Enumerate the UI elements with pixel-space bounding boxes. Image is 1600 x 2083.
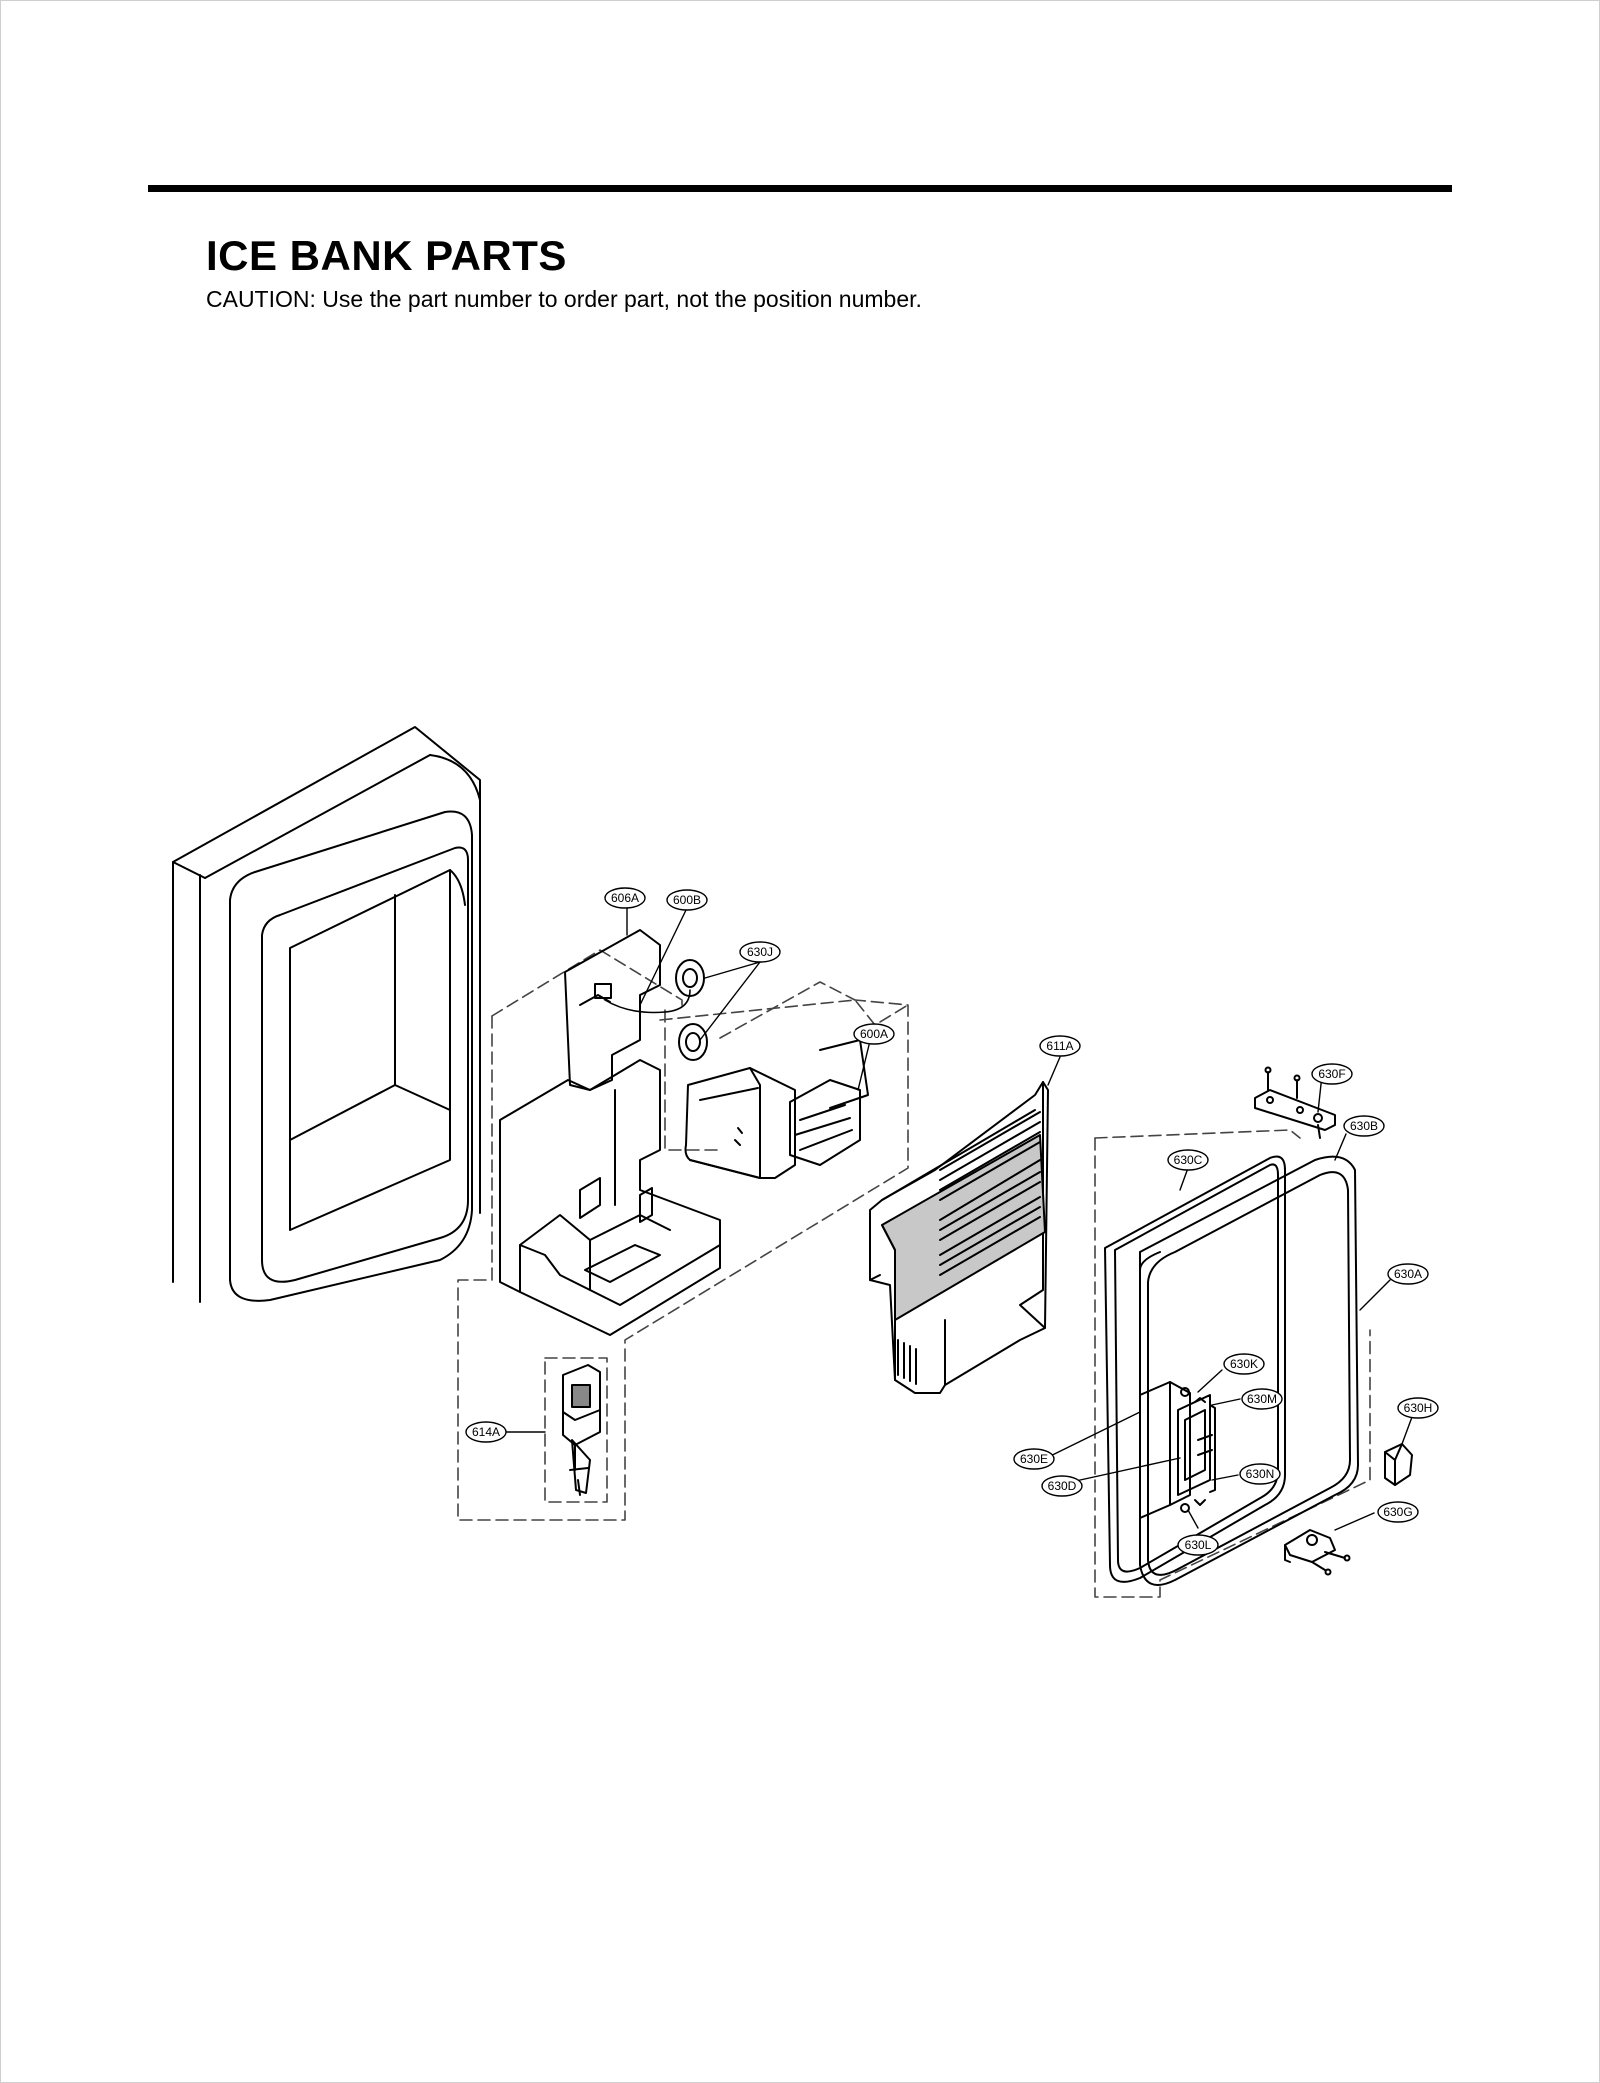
callout-630L: 630L xyxy=(1177,1534,1219,1556)
callout-label-630G: 630G xyxy=(1383,1505,1412,1519)
caution-note: CAUTION: Use the part number to order pa… xyxy=(206,286,922,312)
callout-630K: 630K xyxy=(1223,1353,1265,1375)
callout-label-630B: 630B xyxy=(1350,1119,1378,1133)
callout-630F: 630F xyxy=(1311,1063,1353,1085)
callout-label-630E: 630E xyxy=(1020,1452,1048,1466)
callout-label-630L: 630L xyxy=(1185,1538,1212,1552)
callout-606A: 606A xyxy=(604,887,646,909)
callout-label-630D: 630D xyxy=(1048,1479,1077,1493)
ice-maker-assembly-drawing xyxy=(457,929,909,1521)
callout-630C: 630C xyxy=(1167,1149,1209,1171)
ice-bank-door-drawing xyxy=(1094,1066,1413,1598)
callout-label-611A: 611A xyxy=(1046,1039,1073,1053)
callout-600B: 600B xyxy=(666,889,708,911)
dispenser-component-drawing xyxy=(544,1357,608,1503)
callout-label-630C: 630C xyxy=(1174,1153,1203,1167)
callout-630J: 630J xyxy=(739,941,781,963)
callout-630M: 630M xyxy=(1241,1388,1283,1410)
callout-600A: 600A xyxy=(853,1023,895,1045)
callout-label-630N: 630N xyxy=(1246,1467,1275,1481)
ice-bin-drawing xyxy=(869,1081,1049,1394)
callout-label-630J: 630J xyxy=(747,945,773,959)
callout-630D: 630D xyxy=(1041,1475,1083,1497)
callout-630G: 630G xyxy=(1377,1501,1419,1523)
leader-lines xyxy=(504,907,1413,1531)
callout-label-606A: 606A xyxy=(611,891,639,905)
callout-630H: 630H xyxy=(1397,1397,1439,1419)
door-liner-drawing xyxy=(172,726,481,1303)
callout-611A: 611A xyxy=(1039,1035,1081,1057)
callout-label-600A: 600A xyxy=(860,1027,888,1041)
page-title: ICE BANK PARTS xyxy=(206,232,567,279)
callout-614A: 614A xyxy=(465,1421,507,1443)
callout-630A: 630A xyxy=(1387,1263,1429,1285)
header-rule xyxy=(148,185,1452,192)
callout-label-630F: 630F xyxy=(1318,1067,1345,1081)
callout-label-630M: 630M xyxy=(1247,1392,1277,1406)
callout-630E: 630E xyxy=(1013,1448,1055,1470)
callout-630B: 630B xyxy=(1343,1115,1385,1137)
callout-630N: 630N xyxy=(1239,1463,1281,1485)
callout-label-600B: 600B xyxy=(673,893,701,907)
callout-label-630H: 630H xyxy=(1404,1401,1433,1415)
callout-label-630A: 630A xyxy=(1394,1267,1422,1281)
callout-label-614A: 614A xyxy=(472,1425,500,1439)
callout-label-630K: 630K xyxy=(1230,1357,1258,1371)
